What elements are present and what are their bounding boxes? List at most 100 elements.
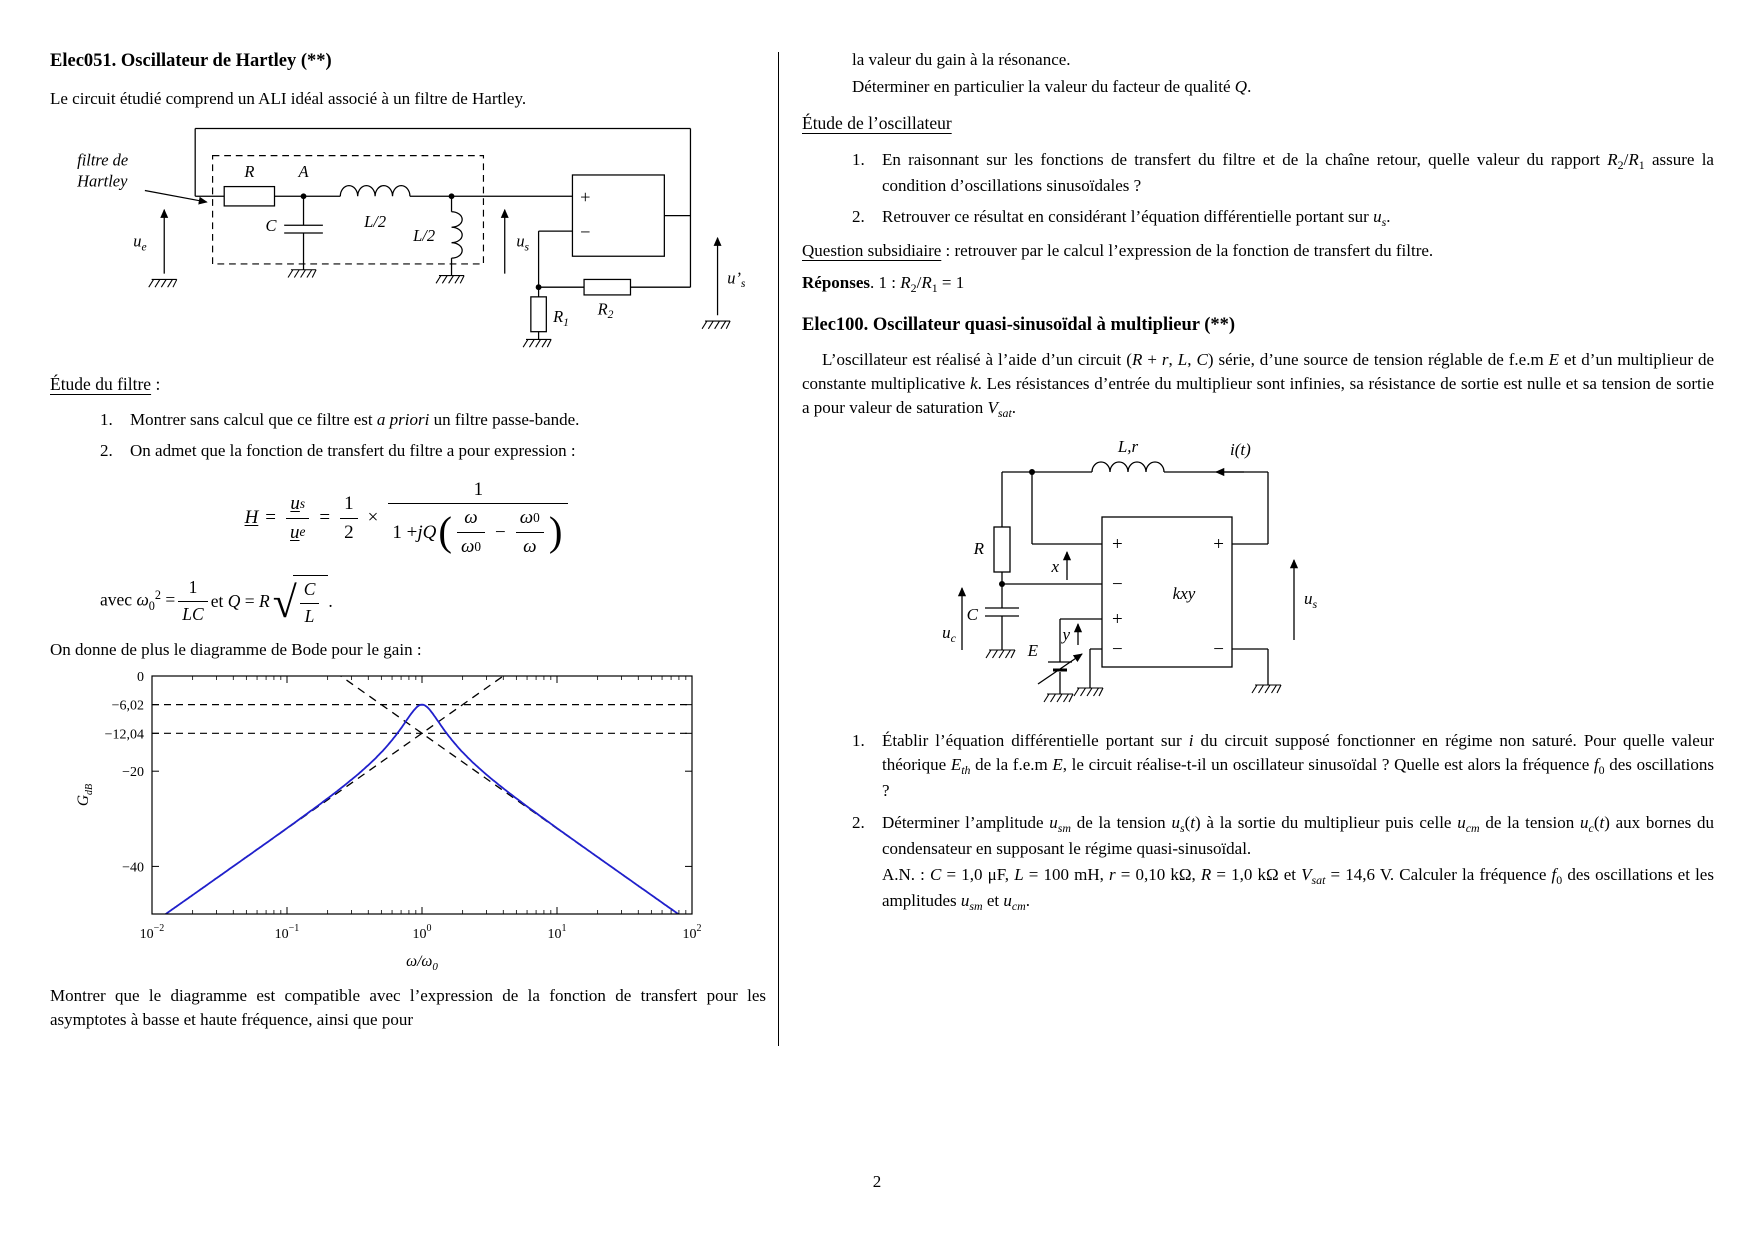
filter-label-line2: Hartley	[76, 172, 128, 191]
inductor-Lr	[1091, 461, 1165, 473]
H-symbol: H	[244, 506, 259, 528]
x-axis-label: ω/ω0	[406, 953, 438, 971]
multiplier-body	[1101, 516, 1233, 668]
node-dot	[1029, 469, 1035, 476]
item-number: 2.	[852, 812, 865, 832]
item-text: On admet que la fonction de transfert du…	[130, 441, 576, 461]
us-label: us	[516, 232, 529, 254]
omega0-q-definition: avec ω02 = 1 LC et Q = R √ C L .	[100, 574, 333, 627]
us-label: us	[1304, 589, 1318, 611]
continuation-text: la valeur du gain à la résonance. Déterm…	[852, 48, 1714, 99]
opamp-plus-sign: +	[580, 187, 590, 207]
hartley-circuit-figure: + − filtre de	[50, 115, 766, 359]
oscillator-question-2: 2. Retrouver ce résultat en considérant …	[852, 205, 1714, 231]
exercise-title-elec100: Elec100. Oscillateur quasi-sinusoïdal à …	[802, 314, 1236, 335]
x-tick-label: 102	[683, 923, 702, 942]
resistor-R	[223, 186, 276, 207]
x-plus-sign: +	[1112, 534, 1123, 555]
ground-icon	[287, 269, 317, 279]
exercise2-question-1: 1. Établir l’équation différentielle por…	[852, 729, 1714, 803]
opamp-body	[571, 174, 665, 258]
inductor-L2-shunt	[451, 211, 463, 260]
inductor-L2-series	[339, 185, 411, 197]
oscillator-question-1: 1. En raisonnant sur les fonctions de tr…	[852, 148, 1714, 198]
y-tick-label: −20	[122, 765, 144, 780]
resistor-R1-label: R1	[552, 307, 569, 329]
ground-icon	[522, 339, 552, 349]
out-plus-sign: +	[1213, 534, 1224, 555]
ue-label: ue	[133, 232, 146, 254]
continuation-line-1: la valeur du gain à la résonance.	[852, 50, 1071, 69]
y-tick-label: −40	[122, 860, 144, 875]
closing-paragraph: Montrer que le diagramme est compatible …	[50, 985, 766, 1029]
capacitor-C-label: C	[265, 216, 277, 235]
resistor-R2	[583, 279, 632, 296]
node-A-dot	[300, 193, 307, 200]
resistor-R	[993, 526, 1011, 573]
item-text: Déterminer l’amplitude usm de la tension…	[882, 812, 1715, 913]
right-column: la valeur du gain à la résonance. Déterm…	[802, 48, 1714, 922]
inductor-L2-series-label: L/2	[363, 213, 386, 232]
exercise-title-elec051: Elec051. Oscillateur de Hartley (**)	[50, 51, 332, 71]
ground-icon	[1073, 687, 1104, 697]
column-divider	[778, 52, 780, 1046]
node-dot	[448, 193, 455, 200]
filter-label-line1: filtre de	[77, 151, 128, 170]
page-number: 2	[872, 1172, 882, 1191]
multiplier-circuit-figure: + − + − + − kxy	[932, 432, 1714, 719]
question-2: 2. On admet que la fonction de transfert…	[100, 439, 766, 463]
exercise2-intro: L’oscillateur est réalisé à l’aide d’un …	[802, 349, 1715, 421]
inductor-L2-shunt-label: L/2	[412, 226, 435, 245]
item-text: Établir l’équation différentielle portan…	[882, 731, 1715, 801]
wires	[1001, 471, 1269, 695]
item-number: 2.	[100, 441, 113, 461]
capacitor-C	[985, 607, 1019, 617]
opamp-minus-sign: −	[580, 222, 590, 242]
ground-icon	[985, 649, 1016, 659]
an-line: A.N. : C = 1,0 μF, L = 100 mH, r = 0,10 …	[882, 864, 1714, 913]
node-dot	[999, 581, 1005, 588]
section-heading-etude-du-filtre: Étude du filtre :	[50, 373, 161, 394]
exercise1-intro: Le circuit étudié comprend un ALI idéal …	[50, 89, 527, 109]
wires	[194, 128, 692, 340]
y-tick-label: 0	[137, 670, 144, 685]
resistor-R-label: R	[243, 162, 254, 181]
x-tick-label: 101	[548, 923, 567, 942]
section-heading-etude-oscillateur: Étude de l’oscillateur	[802, 113, 952, 134]
y-plus-sign: +	[1112, 609, 1123, 630]
left-column: Elec051. Oscillateur de Hartley (**) Le …	[50, 48, 766, 1032]
item-text: Retrouver ce résultat en considérant l’é…	[882, 207, 1391, 230]
resistor-R-label: R	[973, 539, 985, 558]
source-E-label: E	[1027, 641, 1039, 660]
radical-sign: √	[272, 578, 297, 627]
item-text: En raisonnant sur les fonctions de trans…	[882, 150, 1714, 196]
filter-pointer-arrow	[144, 190, 208, 205]
y-axis-label: GdB	[75, 784, 95, 806]
x-minus-sign: −	[1112, 574, 1123, 595]
ground-icon	[148, 279, 178, 289]
y-tick-label: −12,04	[105, 727, 144, 742]
exercise2-question-2: 2. Déterminer l’amplitude usm de la tens…	[852, 811, 1714, 915]
variable-arrow	[1037, 653, 1083, 685]
capacitor-C-label: C	[967, 605, 979, 624]
node-A-label: A	[298, 162, 310, 181]
x-tick-label: 10−1	[275, 923, 300, 942]
ground-icon	[1043, 693, 1074, 703]
x-tick-label: 100	[413, 923, 432, 942]
x-label: x	[1050, 557, 1059, 576]
bode-intro-text: On donne de plus le diagramme de Bode po…	[50, 639, 422, 659]
ground-icon	[435, 275, 465, 285]
plot-frame	[151, 675, 693, 915]
resistor-R2-label: R2	[597, 300, 614, 322]
kxy-label: kxy	[1173, 584, 1196, 603]
one-over-LC-fraction: 1 LC	[178, 577, 208, 626]
capacitor-C	[284, 225, 323, 235]
inductor-Lr-label: L,r	[1117, 437, 1139, 456]
question-subsidiaire: Question subsidiaire : retrouver par le …	[802, 241, 1434, 261]
